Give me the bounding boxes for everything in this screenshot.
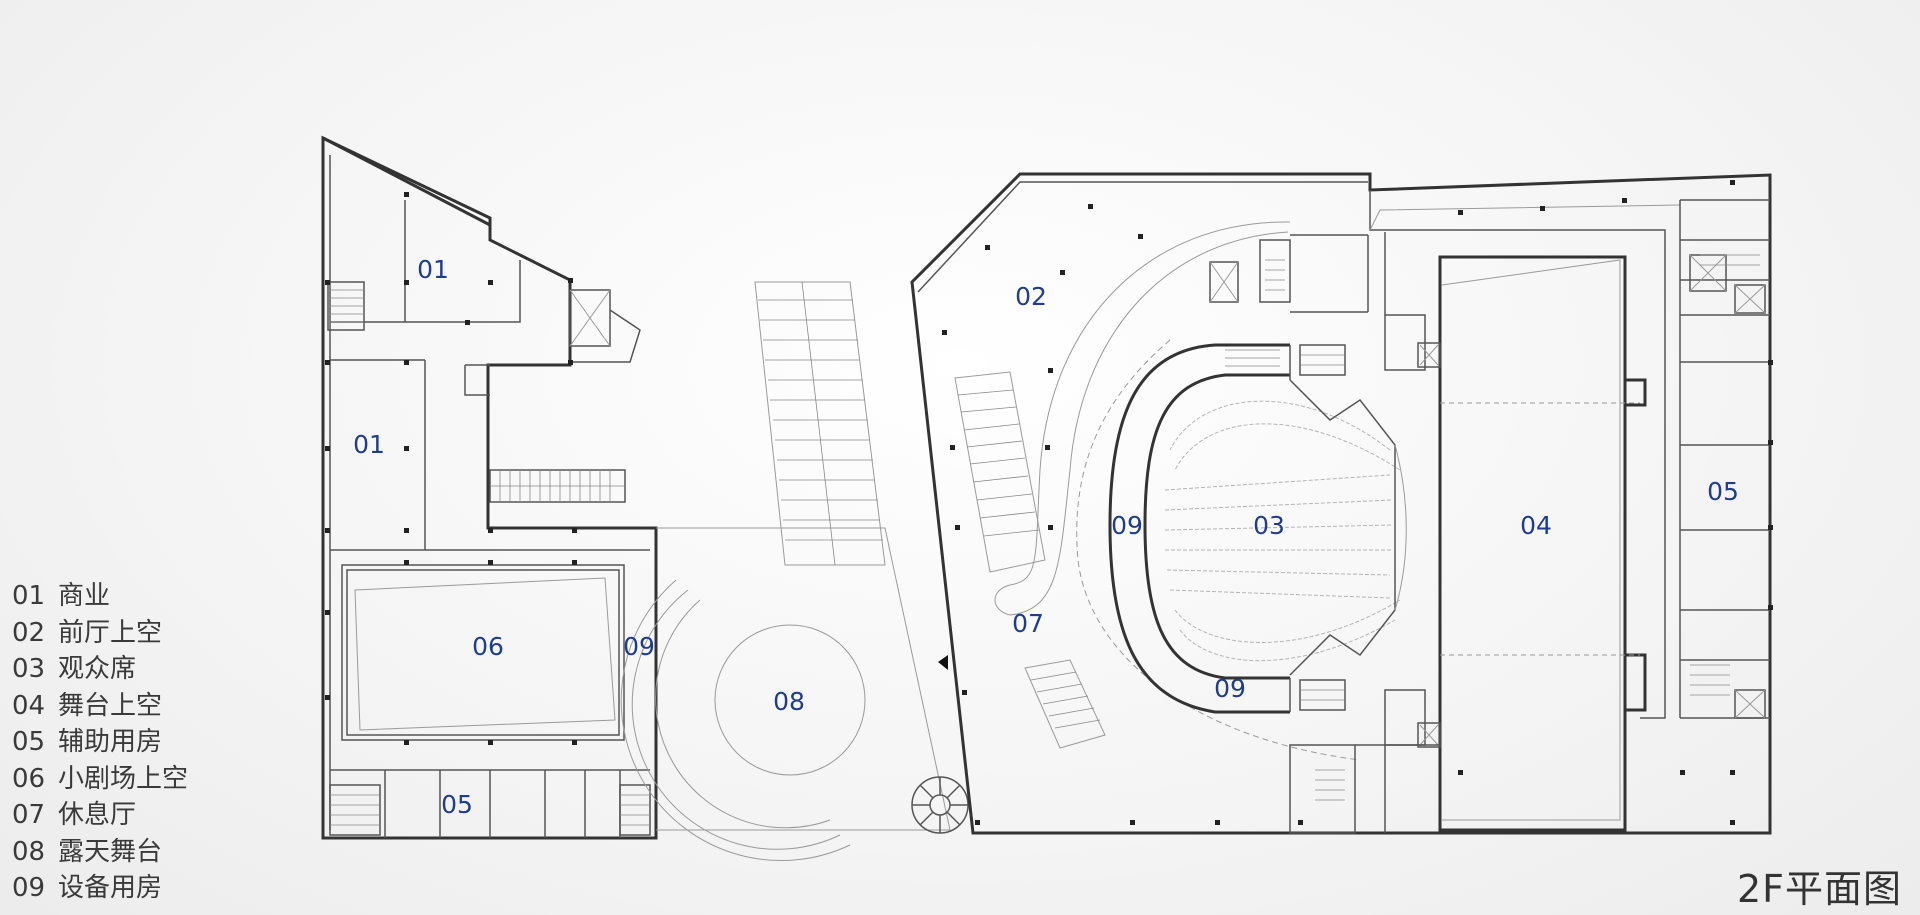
legend-name: 露天舞台 <box>58 836 163 867</box>
room-label-01b: 01 <box>353 430 385 459</box>
legend-number: 01 <box>12 581 46 611</box>
room-label-01a: 01 <box>417 255 449 284</box>
legend-name: 前厅上空 <box>58 617 163 648</box>
legend-item: 07 休息厅 <box>12 797 188 834</box>
room-label-05b: 05 <box>1707 477 1739 506</box>
room-label-07: 07 <box>1012 609 1044 638</box>
legend-number: 09 <box>12 873 46 903</box>
legend-item: 04 舞台上空 <box>12 688 188 725</box>
legend-item: 01 商业 <box>12 578 188 615</box>
room-label-09a: 09 <box>623 632 655 661</box>
legend-name: 设备用房 <box>58 873 163 903</box>
room-label-09c: 09 <box>1214 674 1246 703</box>
legend-item: 02 前厅上空 <box>12 615 188 652</box>
legend-item: 09 设备用房 <box>12 870 188 907</box>
room-label-09b: 09 <box>1111 511 1143 540</box>
legend-number: 05 <box>12 727 46 757</box>
outdoor-area <box>620 281 969 862</box>
legend-name: 商业 <box>58 581 111 611</box>
legend-name: 观众席 <box>58 654 137 684</box>
legend-item: 08 露天舞台 <box>12 834 188 871</box>
legend-number: 06 <box>12 763 46 794</box>
legend-item: 03 观众席 <box>12 651 188 688</box>
legend-name: 休息厅 <box>58 800 137 830</box>
legend-item: 06 小剧场上空 <box>12 761 188 798</box>
room-label-08: 08 <box>773 687 805 716</box>
legend-number: 03 <box>12 654 46 684</box>
legend-name: 辅助用房 <box>58 727 163 757</box>
legend-number: 08 <box>12 836 46 867</box>
room-label-03: 03 <box>1253 511 1285 540</box>
room-label-06: 06 <box>472 632 504 661</box>
room-label-02: 02 <box>1015 282 1047 311</box>
legend-name: 小剧场上空 <box>58 763 189 794</box>
legend-number: 07 <box>12 800 46 830</box>
room-label-04: 04 <box>1520 511 1552 540</box>
right-building <box>910 172 1773 835</box>
legend-name: 舞台上空 <box>58 690 163 721</box>
room-labels: 01 01 02 03 04 05 05 06 07 08 09 09 09 <box>353 255 1739 819</box>
plan-title: 2F平面图 <box>1736 867 1902 911</box>
room-label-05a: 05 <box>441 790 473 819</box>
left-building <box>321 135 658 840</box>
legend-number: 04 <box>12 690 46 721</box>
legend-number: 02 <box>12 617 46 648</box>
legend-item: 05 辅助用房 <box>12 724 188 761</box>
